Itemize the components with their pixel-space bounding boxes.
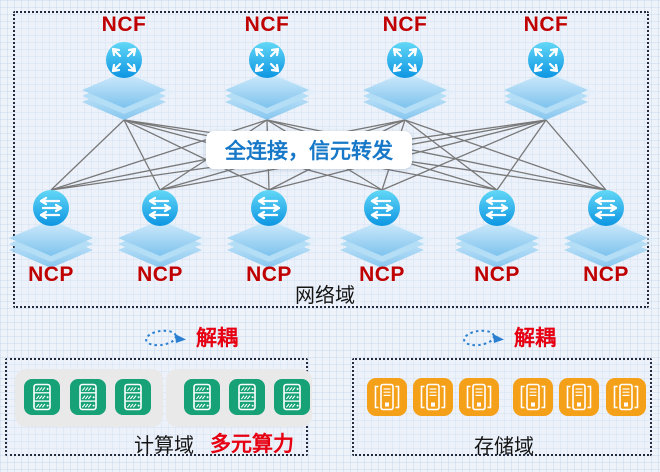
router-icon bbox=[82, 42, 174, 120]
router-icon bbox=[225, 42, 317, 120]
server-icon bbox=[229, 379, 265, 415]
switch-icon bbox=[340, 190, 432, 268]
server-icon bbox=[115, 379, 151, 415]
ncf-node: NCF bbox=[74, 14, 174, 124]
storage-cabinet-icon bbox=[459, 378, 499, 416]
switch-icon bbox=[564, 190, 656, 268]
router-icon bbox=[504, 42, 596, 120]
ncp-node: NCP bbox=[556, 184, 656, 286]
ncp-label: NCP bbox=[359, 263, 405, 286]
decouple-label-left: 解耦 bbox=[196, 327, 238, 350]
ncp-node: NCP bbox=[332, 184, 432, 286]
ncp-node: NCP bbox=[1, 184, 101, 286]
ncp-node: NCP bbox=[447, 184, 547, 286]
ncp-label: NCP bbox=[137, 263, 183, 286]
storage-cabinet-icon bbox=[367, 378, 407, 416]
ncf-label: NCF bbox=[523, 13, 569, 36]
ncf-node: NCF bbox=[217, 14, 317, 124]
ncp-label: NCP bbox=[28, 263, 74, 286]
storage-domain-title: 存储域 bbox=[474, 436, 534, 458]
server-icon bbox=[274, 379, 310, 415]
compute-domain-box: 计算域 多元算力 bbox=[5, 358, 312, 457]
ncp-label: NCP bbox=[583, 263, 629, 286]
router-icon bbox=[363, 42, 455, 120]
storage-cabinet-icon bbox=[513, 378, 553, 416]
switch-icon bbox=[9, 190, 101, 268]
network-domain-title: 网络域 bbox=[295, 285, 355, 307]
compute-highlight-label: 多元算力 bbox=[210, 433, 294, 456]
server-icon bbox=[70, 379, 106, 415]
ncp-node: NCP bbox=[110, 184, 210, 286]
storage-cabinet-icon bbox=[413, 378, 453, 416]
ncp-node: NCP bbox=[219, 184, 319, 286]
ncf-label: NCF bbox=[382, 13, 428, 36]
storage-cabinet-icon bbox=[559, 378, 599, 416]
ncp-label: NCP bbox=[474, 263, 520, 286]
switch-icon bbox=[227, 190, 319, 268]
storage-domain-box: 存储域 bbox=[352, 358, 652, 458]
ncf-node: NCF bbox=[355, 14, 455, 124]
server-icon bbox=[184, 379, 220, 415]
storage-cabinet-icon bbox=[606, 378, 646, 416]
server-icon bbox=[24, 379, 60, 415]
switch-icon bbox=[118, 190, 210, 268]
ncf-label: NCF bbox=[101, 13, 147, 36]
ncp-label: NCP bbox=[246, 263, 292, 286]
decouple-label-right: 解耦 bbox=[514, 327, 556, 350]
compute-domain-title: 计算域 bbox=[134, 435, 194, 457]
ncf-label: NCF bbox=[244, 13, 290, 36]
dotted-cycle-arrow-icon bbox=[463, 329, 504, 347]
ncf-node: NCF bbox=[496, 14, 596, 124]
cell-forwarding-label: 全连接，信元转发 bbox=[225, 140, 393, 163]
cell-forwarding-callout: 全连接，信元转发 bbox=[206, 131, 412, 169]
dotted-cycle-arrow-icon bbox=[145, 329, 186, 347]
switch-icon bbox=[455, 190, 547, 268]
